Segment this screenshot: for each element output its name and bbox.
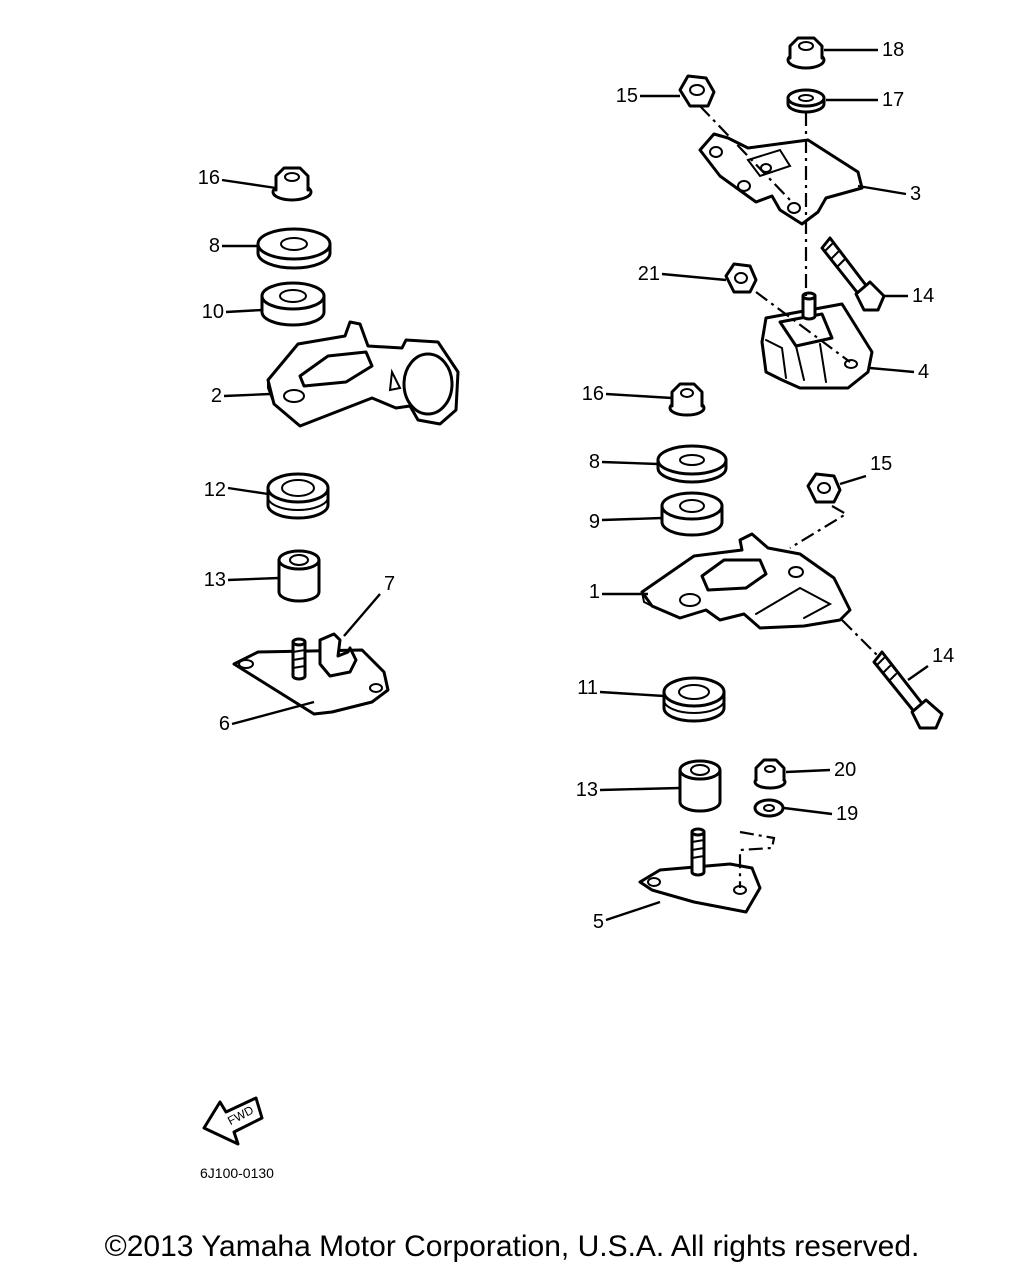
upper-bracket-3 [698,132,864,226]
flange-nut-16-right [668,382,706,417]
leader-line-p15b [839,474,867,486]
leader-line-p5 [605,900,661,922]
nut-20 [753,758,787,790]
part-number-p2: 2 [211,385,222,407]
leader-line-p11 [599,690,665,698]
part-number-p1: 1 [589,581,600,603]
part-number-p16a: 16 [198,167,220,189]
fwd-arrow-icon: FWD [202,1096,264,1146]
part-number-p13a: 13 [204,569,226,591]
nut-15-mid [806,472,842,504]
washer-8-left [256,227,332,270]
leader-line-p13b [599,786,681,792]
drawing-code: 6J100-0130 [200,1165,274,1181]
assembly-centre-lines [699,105,879,888]
leader-line-p10 [225,308,263,314]
part-number-p3: 3 [910,183,921,205]
part-number-p18: 18 [882,39,904,61]
leader-line-p9 [601,516,663,522]
spacer-washer-10 [260,281,326,327]
part-number-p19: 19 [836,803,858,825]
nut-15-top [678,74,716,108]
flange-nut-16-left [271,166,313,202]
part-number-p12: 12 [204,479,226,501]
leader-line-p2 [223,392,271,398]
leader-line-p13a [227,576,280,582]
part-number-p10: 10 [202,301,224,323]
collar-13-left [277,549,321,603]
leader-line-p8b [601,460,659,466]
bolt-14-top [820,236,886,312]
grommet-12 [266,472,330,520]
nut-21 [724,262,758,294]
part-number-p4: 4 [918,361,929,383]
part-number-p8a: 8 [209,235,220,257]
part-number-p17: 17 [882,89,904,111]
leader-line-p6 [231,700,315,726]
leader-line-p20 [785,768,831,774]
engine-mount-4 [760,291,874,390]
main-bracket-1 [640,532,852,630]
washer-17 [786,88,826,114]
flange-nut-18 [786,36,826,70]
part-number-p6: 6 [219,713,230,735]
part-number-p7: 7 [384,573,395,595]
part-number-p14a: 14 [912,285,934,307]
part-number-p14b: 14 [932,645,954,667]
leader-line-p4 [869,366,915,374]
bolt-14-lower [872,650,944,730]
grommet-11 [662,676,726,723]
leader-line-p7 [343,593,381,637]
spacer-washer-9 [660,491,724,537]
part-number-p5: 5 [593,911,604,933]
leader-line-p21 [661,272,727,282]
washer-8-right [656,444,728,484]
leader-line-p12 [227,486,269,496]
part-number-p9: 9 [589,511,600,533]
copyright-notice: ©2013 Yamaha Motor Corporation, U.S.A. A… [104,1230,920,1263]
leader-line-p19 [783,806,833,816]
leader-line-p16b [605,392,673,400]
part-number-p13b: 13 [576,779,598,801]
callouts: 1234567889101112131314141515161617181920… [198,39,955,933]
washer-19 [753,798,785,818]
part-number-p15a: 15 [616,85,638,107]
collar-13-right [678,759,722,813]
base-plate-5 [638,827,762,914]
part-number-p11: 11 [577,677,598,699]
bracket-2 [266,320,460,428]
part-number-p21: 21 [638,263,660,285]
leader-line-p16a [221,178,277,190]
part-number-p20: 20 [834,759,856,781]
clip-7 [318,632,358,678]
part-number-p8b: 8 [589,451,600,473]
leader-line-p3 [857,184,907,196]
part-number-p16b: 16 [582,383,604,405]
part-number-p15b: 15 [870,453,892,475]
leader-line-p14b [907,665,929,681]
